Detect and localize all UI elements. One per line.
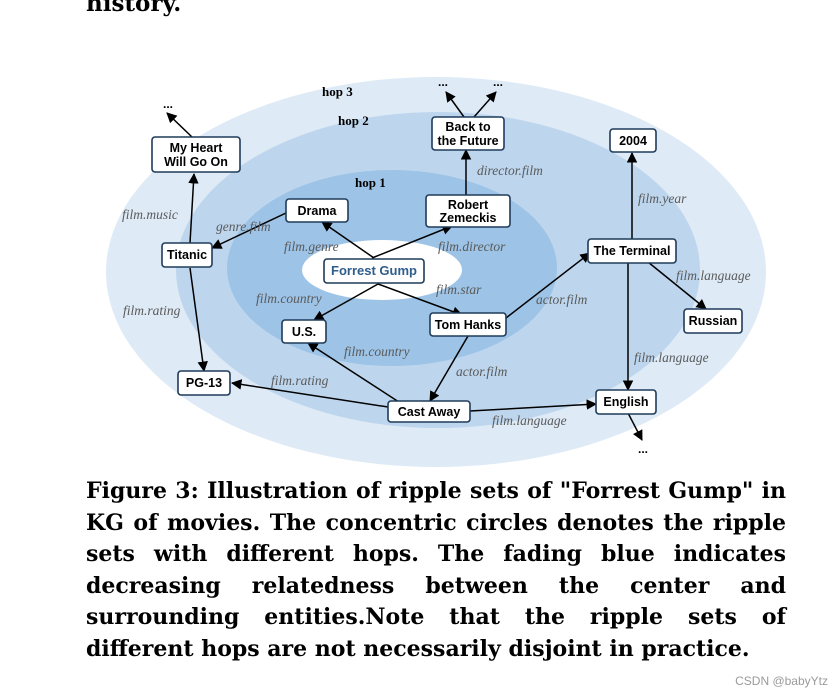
node-bttf-label-2: the Future bbox=[437, 134, 498, 148]
edge-fg-drama bbox=[321, 221, 375, 259]
edge-fg-us bbox=[313, 283, 379, 321]
rel-film-star: film.star bbox=[436, 282, 482, 297]
rel-film-rating-1: film.rating bbox=[271, 373, 329, 388]
rel-film-director: film.director bbox=[438, 239, 506, 254]
node-russian: Russian bbox=[683, 308, 743, 334]
rel-film-language-1: film.language bbox=[492, 413, 567, 428]
edge-castaway-english bbox=[469, 399, 598, 412]
edge-castaway-us bbox=[307, 342, 403, 405]
ellipsis-bttf-right: ... bbox=[493, 75, 503, 89]
node-pg13-label: PG-13 bbox=[186, 376, 222, 390]
node-the-terminal-label: The Terminal bbox=[594, 244, 671, 258]
node-my-heart-label-2: Will Go On bbox=[164, 155, 228, 169]
rel-film-music: film.music bbox=[122, 207, 178, 222]
hop3-label: hop 3 bbox=[322, 84, 353, 99]
node-back-to-the-future: Back to the Future bbox=[431, 116, 505, 151]
edge-titanic-pg13 bbox=[189, 267, 208, 373]
edges bbox=[166, 91, 707, 441]
node-zemeckis-label-1: Robert bbox=[448, 198, 489, 212]
rel-film-genre: film.genre bbox=[284, 239, 339, 254]
ellipsis-bttf-left: ... bbox=[438, 75, 448, 89]
node-tom-hanks-label: Tom Hanks bbox=[435, 318, 501, 332]
watermark: CSDN @babyYtz bbox=[735, 674, 828, 688]
edge-bttf-more-right bbox=[473, 91, 497, 118]
preceding-text-fragment: history. bbox=[86, 0, 182, 17]
node-titanic: Titanic bbox=[161, 242, 213, 268]
node-2004: 2004 bbox=[609, 128, 657, 153]
node-zemeckis-label-2: Zemeckis bbox=[440, 211, 497, 225]
node-cast-away: Cast Away bbox=[387, 400, 471, 423]
edge-terminal-russian bbox=[647, 261, 707, 310]
node-my-heart-will-go-on: My Heart Will Go On bbox=[151, 136, 241, 173]
edge-bttf-more-left bbox=[445, 91, 465, 118]
edge-castaway-pg13 bbox=[230, 379, 389, 408]
node-titanic-label: Titanic bbox=[167, 248, 207, 262]
node-my-heart-label-1: My Heart bbox=[170, 141, 224, 155]
node-pg13: PG-13 bbox=[177, 370, 231, 396]
node-drama-label: Drama bbox=[298, 204, 338, 218]
edge-titanic-myheart bbox=[188, 172, 199, 244]
rel-film-language-2: film.language bbox=[676, 268, 751, 283]
node-english: English bbox=[595, 389, 657, 415]
edge-tomhanks-castaway bbox=[429, 335, 469, 402]
hop2-label: hop 2 bbox=[338, 113, 369, 128]
node-cast-away-label: Cast Away bbox=[398, 405, 461, 419]
edge-fg-tomhanks bbox=[377, 283, 463, 317]
edge-english-more bbox=[627, 412, 643, 441]
edge-tomhanks-terminal bbox=[505, 252, 591, 319]
node-bttf-label-1: Back to bbox=[445, 120, 491, 134]
rel-film-country-1: film.country bbox=[256, 291, 322, 306]
node-drama: Drama bbox=[285, 198, 349, 223]
node-us-label: U.S. bbox=[292, 325, 316, 339]
rel-film-language-3: film.language bbox=[634, 350, 709, 365]
rel-film-rating-2: film.rating bbox=[123, 303, 181, 318]
node-us: U.S. bbox=[281, 319, 327, 344]
rel-film-year: film.year bbox=[638, 191, 687, 206]
rel-actor-film-1: actor.film bbox=[536, 292, 588, 307]
rel-genre-film: genre.film bbox=[216, 219, 271, 234]
node-the-terminal: The Terminal bbox=[587, 238, 677, 264]
edge-fg-zemeckis bbox=[371, 224, 453, 259]
node-zemeckis: Robert Zemeckis bbox=[425, 194, 511, 228]
rel-film-country-2: film.country bbox=[344, 344, 410, 359]
hop1-label: hop 1 bbox=[355, 175, 386, 190]
ellipsis-english: ... bbox=[638, 442, 648, 456]
node-forrest-gump: Forrest Gump bbox=[323, 258, 425, 284]
node-english-label: English bbox=[603, 395, 648, 409]
rel-actor-film-2: actor.film bbox=[456, 364, 508, 379]
ellipsis-myheart: ... bbox=[163, 97, 173, 111]
figure-caption: Figure 3: Illustration of ripple sets of… bbox=[86, 478, 786, 662]
ripple-set-diagram: hop 3 hop 2 hop 1 film.genre genre.film … bbox=[106, 75, 766, 467]
node-russian-label: Russian bbox=[689, 314, 738, 328]
rel-director-film: director.film bbox=[477, 163, 543, 178]
edge-myheart-more bbox=[166, 112, 193, 138]
edge-drama-titanic bbox=[211, 212, 287, 249]
node-tom-hanks: Tom Hanks bbox=[429, 312, 507, 337]
node-forrest-gump-label: Forrest Gump bbox=[331, 263, 417, 278]
node-2004-label: 2004 bbox=[619, 134, 647, 148]
